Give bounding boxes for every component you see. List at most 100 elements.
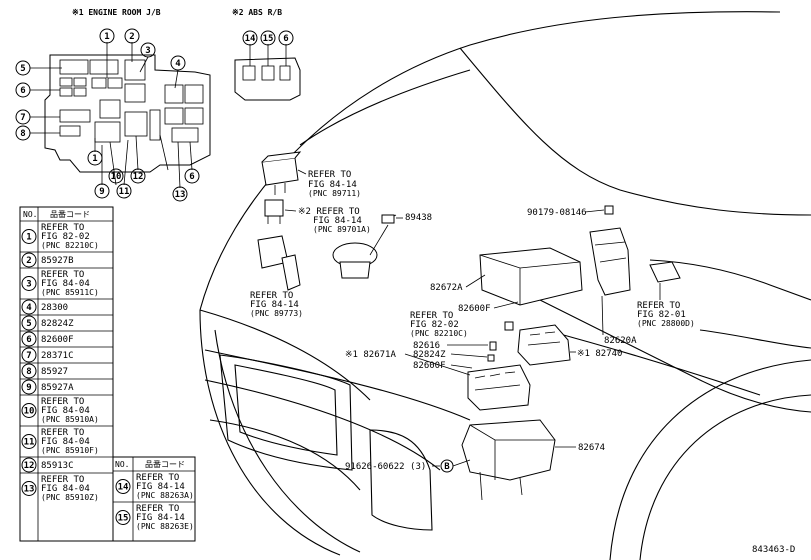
bracket-82620a bbox=[589, 227, 631, 296]
row-code: REFER TO bbox=[41, 428, 84, 438]
row-number: 9 bbox=[26, 383, 31, 393]
svg-text:(PNC 89701A): (PNC 89701A) bbox=[313, 225, 371, 234]
svg-text:14: 14 bbox=[245, 34, 256, 44]
label-ref-89701a: ※2 REFER TO FIG 84-14 (PNC 89701A) bbox=[284, 207, 371, 234]
label-82671a: ※1 82671A bbox=[345, 350, 396, 360]
label-82674: 82674 bbox=[578, 443, 605, 453]
part-28800d bbox=[649, 261, 681, 283]
row-code: REFER TO bbox=[41, 475, 84, 485]
row-code: REFER TO bbox=[41, 270, 84, 280]
row-number: 7 bbox=[26, 351, 31, 361]
engine-room-callouts: 1 2 3 4 5 6 7 8 1 9 10 11 12 13 6 bbox=[15, 28, 200, 202]
row-number: 3 bbox=[26, 280, 31, 290]
row-code: 28371C bbox=[41, 351, 74, 361]
sensor-89438 bbox=[332, 214, 397, 279]
svg-text:品番コード: 品番コード bbox=[145, 459, 185, 469]
vehicle-outline bbox=[199, 11, 811, 560]
svg-text:8: 8 bbox=[20, 129, 25, 139]
svg-text:15: 15 bbox=[263, 34, 274, 44]
svg-text:REFER TO: REFER TO bbox=[637, 301, 680, 311]
row-code: FIG 84-14 bbox=[136, 513, 185, 523]
row-code: FIG 84-04 bbox=[41, 484, 90, 494]
abs-rb-title: ※2 ABS R/B bbox=[232, 8, 282, 17]
row-number: 15 bbox=[118, 514, 129, 524]
label-91626: 91626-60622 (3) bbox=[345, 462, 426, 472]
label-82600f-top: 82600F bbox=[458, 304, 491, 314]
row-number: 14 bbox=[118, 483, 129, 493]
relay-89701a bbox=[264, 199, 284, 224]
svg-text:6: 6 bbox=[189, 172, 194, 182]
row-code: 85927B bbox=[41, 256, 74, 266]
svg-text:(PNC 82210C): (PNC 82210C) bbox=[410, 329, 468, 338]
fuse-box-cover-82672a bbox=[479, 247, 583, 306]
svg-text:(PNC 89773): (PNC 89773) bbox=[250, 309, 303, 318]
svg-text:9: 9 bbox=[99, 187, 104, 197]
svg-text:NO.: NO. bbox=[23, 210, 37, 219]
svg-text:FIG 82-01: FIG 82-01 bbox=[637, 310, 686, 320]
fuse-block-82740 bbox=[517, 324, 571, 366]
svg-text:1: 1 bbox=[104, 32, 109, 42]
svg-text:13: 13 bbox=[175, 190, 186, 200]
row-number: 1 bbox=[26, 233, 31, 243]
label-82620a: 82620A bbox=[604, 336, 637, 346]
row-code: FIG 84-04 bbox=[41, 279, 90, 289]
svg-text:2: 2 bbox=[129, 32, 134, 42]
row-number: 5 bbox=[26, 319, 31, 329]
row-code: FIG 84-04 bbox=[41, 406, 90, 416]
svg-text:FIG 84-14: FIG 84-14 bbox=[313, 216, 362, 226]
engine-room-jb-title: ※1 ENGINE ROOM J/B bbox=[72, 8, 161, 17]
label-90179: 90179-08146 bbox=[527, 208, 587, 218]
svg-text:3: 3 bbox=[145, 46, 150, 56]
row-code: REFER TO bbox=[41, 397, 84, 407]
row-code: (PNC 88263A) bbox=[136, 491, 194, 500]
abs-rb-inset: ※2 ABS R/B 14 15 6 bbox=[232, 8, 301, 101]
label-ref-28800d: REFER TO FIG 82-01 (PNC 28800D) bbox=[637, 283, 695, 328]
label-89438: 89438 bbox=[405, 213, 432, 223]
row-code: (PNC 85910A) bbox=[41, 415, 99, 424]
svg-text:7: 7 bbox=[20, 113, 25, 123]
small-parts-82616 bbox=[487, 321, 514, 362]
row-number: 12 bbox=[24, 461, 35, 471]
svg-text:10: 10 bbox=[111, 172, 122, 182]
row-number: 6 bbox=[26, 335, 31, 345]
relay-89711 bbox=[261, 151, 302, 195]
label-82616: 82616 bbox=[413, 341, 440, 351]
relay-89773 bbox=[257, 235, 301, 291]
row-number: 11 bbox=[24, 438, 35, 448]
svg-text:FIG 84-14: FIG 84-14 bbox=[250, 300, 299, 310]
circle-b: B bbox=[444, 462, 450, 472]
svg-text:6: 6 bbox=[283, 34, 288, 44]
row-number: 8 bbox=[26, 367, 31, 377]
label-82672a: 82672A bbox=[430, 283, 463, 293]
svg-text:11: 11 bbox=[119, 187, 130, 197]
row-code: 85927 bbox=[41, 367, 68, 377]
row-code: (PNC 85910Z) bbox=[41, 493, 99, 502]
row-code: FIG 82-02 bbox=[41, 232, 90, 242]
row-code: REFER TO bbox=[41, 223, 84, 233]
tray-82674 bbox=[461, 419, 556, 501]
row-code: (PNC 82210C) bbox=[41, 241, 99, 250]
table-row: 8 85927 bbox=[20, 363, 113, 380]
svg-text:FIG 82-02: FIG 82-02 bbox=[410, 320, 459, 330]
svg-text:12: 12 bbox=[133, 172, 144, 182]
row-code: (PNC 85911C) bbox=[41, 288, 99, 297]
label-82740: ※1 82740 bbox=[577, 349, 622, 359]
row-code: 82600F bbox=[41, 335, 74, 345]
svg-text:REFER TO: REFER TO bbox=[410, 311, 453, 321]
row-number: 13 bbox=[24, 485, 35, 495]
svg-text:NO.: NO. bbox=[115, 460, 129, 469]
row-code: 82824Z bbox=[41, 319, 74, 329]
svg-text:REFER TO: REFER TO bbox=[250, 291, 293, 301]
svg-text:※2 REFER TO: ※2 REFER TO bbox=[298, 207, 360, 217]
table-row: 7 28371C bbox=[20, 347, 113, 364]
row-code: REFER TO bbox=[136, 504, 179, 514]
row-number: 2 bbox=[26, 256, 31, 266]
bolt-90179 bbox=[604, 205, 614, 215]
